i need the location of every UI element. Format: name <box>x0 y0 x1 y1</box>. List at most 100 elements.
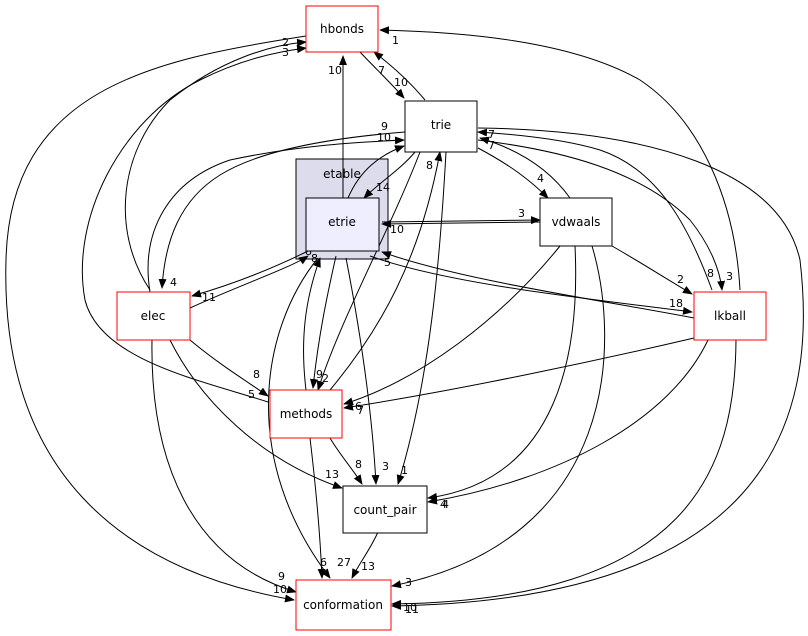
node-trie[interactable]: trie <box>404 100 478 153</box>
edge-vdwaals-conformation[interactable] <box>391 245 606 589</box>
edge-label: 5 <box>248 388 255 401</box>
edge-label: 8 <box>355 458 362 471</box>
edge-elec-count-pair[interactable] <box>169 339 343 489</box>
edge-vdwaals-etrie[interactable] <box>381 219 541 228</box>
edge-label: 11 <box>405 603 419 616</box>
node-methods[interactable]: methods <box>269 389 343 439</box>
edge-etrie-lkball[interactable] <box>369 255 693 315</box>
nodes: hbonds trie etrie vdwaals elec lkball me… <box>116 5 767 631</box>
node-hbonds[interactable]: hbonds <box>305 5 379 53</box>
node-label: hbonds <box>320 22 364 36</box>
edge-trie-elec[interactable] <box>158 131 406 289</box>
edge-hbonds-trie[interactable] <box>359 51 405 99</box>
node-label: conformation <box>303 598 383 612</box>
edge-etrie-methods[interactable] <box>309 255 337 389</box>
edge-elec-etrie[interactable] <box>189 255 309 309</box>
edge-label: 27 <box>337 556 351 569</box>
edge-lkball-etrie[interactable] <box>381 251 695 319</box>
edge-label: 10 <box>328 64 342 77</box>
edge-label: 2 <box>322 372 329 385</box>
edge-label: 3 <box>405 576 412 589</box>
edge-trie-methods[interactable] <box>316 151 421 391</box>
edge-methods-hbonds[interactable] <box>81 45 307 403</box>
edge-trie-etrie[interactable] <box>363 151 416 199</box>
edge-label: 10 <box>377 131 391 144</box>
node-label: lkball <box>714 309 746 323</box>
edge-label: 2 <box>282 36 289 49</box>
edge-label: 6 <box>320 556 327 569</box>
edge-methods-count-pair[interactable] <box>329 437 363 485</box>
edge-etrie-count-pair[interactable] <box>345 257 380 485</box>
edge-label: 10 <box>394 76 408 89</box>
edge-label: 4 <box>442 498 449 511</box>
edge-label: 14 <box>376 181 390 194</box>
node-label: elec <box>141 309 166 323</box>
edge-label: 8 <box>253 368 260 381</box>
edge-label: 7 <box>357 404 364 417</box>
edge-trie-lkball[interactable] <box>477 139 726 291</box>
edge-etrie-conformation[interactable] <box>268 257 331 579</box>
edge-label: 8 <box>311 252 318 265</box>
edge-label: 10 <box>403 601 417 614</box>
node-vdwaals[interactable]: vdwaals <box>539 197 613 247</box>
node-label: vdwaals <box>552 215 601 229</box>
edge-elec-conformation[interactable] <box>151 339 297 594</box>
edge-label: 13 <box>361 560 375 573</box>
edge-label: 18 <box>669 297 683 310</box>
edge-label: 9 <box>278 570 285 583</box>
edge-hbonds-conformation[interactable] <box>5 35 307 603</box>
edge-methods-conformation[interactable] <box>309 437 326 579</box>
edge-methods-trie[interactable] <box>329 151 443 391</box>
edge-lkball-hbonds[interactable] <box>379 26 741 291</box>
node-lkball[interactable]: lkball <box>693 291 767 341</box>
edge-label: 1 <box>392 34 399 47</box>
edge-etrie-vdwaals[interactable] <box>381 216 541 225</box>
edge-lkball-trie[interactable] <box>477 128 713 291</box>
edge-label: 3 <box>382 460 389 473</box>
node-label: trie <box>431 118 451 132</box>
edge-label: 3 <box>518 207 525 220</box>
edge-elec-methods[interactable] <box>189 339 269 397</box>
edge-vdwaals-lkball[interactable] <box>611 245 693 295</box>
edge-label: 9 <box>316 368 323 381</box>
edge-trie-conformation[interactable] <box>391 127 804 610</box>
edge-label: 7 <box>378 64 385 77</box>
edge-label: 6 <box>355 400 362 413</box>
edge-label: 8 <box>707 267 714 280</box>
edge-labels: 7 10 10 1 2 3 9 10 14 4 7 7 8 3 10 5 18 … <box>170 34 733 616</box>
edge-label: 7 <box>488 139 495 152</box>
edge-trie-vdwaals[interactable] <box>477 147 549 199</box>
node-conformation[interactable]: conformation <box>295 579 392 631</box>
edge-methods-etrie[interactable] <box>303 257 321 391</box>
edge-etrie-elec[interactable] <box>191 249 311 298</box>
node-elec[interactable]: elec <box>116 291 191 341</box>
edge-elec-trie[interactable] <box>147 136 405 293</box>
edge-trie-count-pair[interactable] <box>396 151 447 485</box>
node-count-pair[interactable]: count_pair <box>342 485 428 534</box>
edge-trie-hbonds[interactable] <box>373 51 426 101</box>
edge-label: 4 <box>440 498 447 511</box>
edge-vdwaals-count-pair[interactable] <box>427 245 577 501</box>
edge-label: 7 <box>488 128 495 141</box>
edge-label: 13 <box>325 468 339 481</box>
edge-vdwaals-trie[interactable] <box>479 136 571 199</box>
edge-lkball-count-pair[interactable] <box>427 339 709 505</box>
edge-count-pair-conformation[interactable] <box>351 531 379 579</box>
cluster-label: etable <box>323 167 361 181</box>
edge-label: 11 <box>202 291 216 304</box>
edge-label: 3 <box>726 270 733 283</box>
edge-lkball-conformation[interactable] <box>391 339 737 608</box>
node-label: etrie <box>328 215 356 229</box>
edges <box>5 26 804 610</box>
edge-label: 2 <box>677 273 684 286</box>
edge-label: 9 <box>381 120 388 133</box>
node-etrie[interactable]: etrie <box>305 197 380 252</box>
edge-lkball-methods[interactable] <box>343 337 695 411</box>
edge-label: 10 <box>273 583 287 596</box>
edge-elec-hbonds[interactable] <box>124 38 307 291</box>
edge-label: 5 <box>384 256 391 269</box>
edge-vdwaals-methods[interactable] <box>343 245 561 406</box>
node-label: count_pair <box>353 503 416 517</box>
edge-label: 1 <box>401 464 408 477</box>
edge-etrie-trie[interactable] <box>347 145 405 199</box>
